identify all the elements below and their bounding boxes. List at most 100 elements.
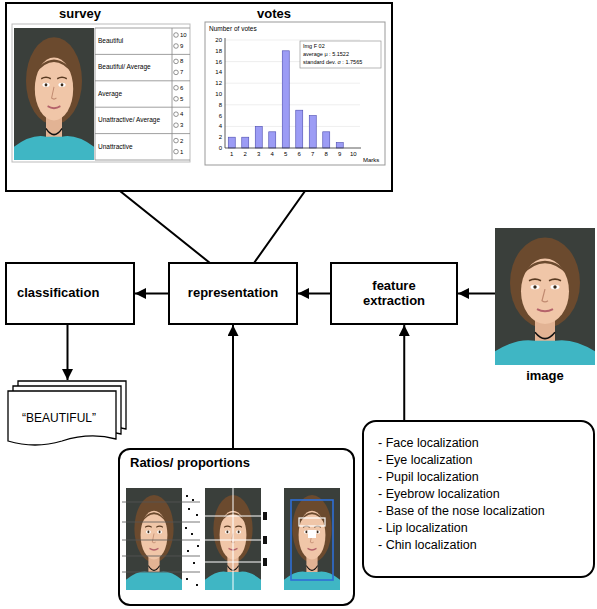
survey-label: 4 — [180, 111, 183, 117]
arrow-connector — [135, 293, 168, 295]
survey-form-part-part — [174, 44, 179, 49]
survey-label: 5 — [180, 96, 183, 102]
chart-label: average μ : 5.1522 — [303, 52, 349, 58]
ratio-photos-part-part — [185, 527, 187, 529]
ratio-photos-part-part — [263, 536, 267, 544]
survey-form-part — [95, 28, 190, 29]
chart-label: 7 — [305, 151, 321, 157]
ratio-photos-part-part — [205, 516, 261, 517]
node-text: - Chin localization — [378, 538, 477, 552]
ratio-photos-part — [291, 500, 333, 580]
survey-label: 10 — [180, 32, 187, 38]
arrow-connector — [403, 325, 405, 420]
chart-label: 8 — [318, 151, 334, 157]
chart-label: 6 — [203, 113, 222, 119]
ratio-photos-part-part — [187, 550, 189, 552]
vote-chart-part-part — [309, 116, 316, 148]
survey-form-part-part — [174, 112, 179, 117]
ratio-photos-part-part — [196, 514, 198, 516]
chart-label: 18 — [203, 48, 222, 54]
chart-label: 3 — [251, 151, 267, 157]
chart-label: 14 — [203, 69, 222, 75]
node-label: Ratios/ proportions — [130, 456, 250, 471]
ratio-photos-part-part — [233, 488, 234, 590]
survey-label: 9 — [180, 43, 183, 49]
ratio-photos-part — [185, 495, 199, 586]
ratio-photos-part-part — [263, 558, 267, 566]
survey-label: 6 — [180, 85, 183, 91]
node-text: - Eyebrow localization — [378, 487, 500, 501]
ratio-photos-part — [205, 488, 261, 590]
chart-label: 9 — [332, 151, 348, 157]
survey-form-part-part — [174, 33, 179, 38]
ratio-photos-part-part — [186, 495, 188, 497]
ratio-photos-part-part — [122, 572, 200, 573]
vote-chart-part-part — [225, 104, 360, 105]
arrow-connector — [298, 293, 330, 295]
input-image: image — [495, 228, 595, 386]
funnel-connector — [120, 191, 305, 263]
survey-label: Average — [98, 91, 122, 98]
process-box: feature extraction — [330, 262, 458, 325]
ratio-photos-part-part — [205, 540, 261, 541]
node-text: votes — [257, 7, 291, 22]
vote-chart-part — [300, 41, 381, 68]
chart-label: 16 — [203, 59, 222, 65]
ratio-photos-part — [284, 488, 340, 590]
survey-label: Unattractive/ Average — [98, 117, 160, 124]
ratio-photos-part-part — [193, 562, 195, 564]
survey-form-part-part — [174, 86, 179, 91]
chart-label: 12 — [203, 80, 222, 86]
survey-label: 7 — [180, 69, 183, 75]
survey-form-part-part — [174, 97, 179, 102]
node-label: - Face localization — [378, 436, 479, 450]
face-photo-part — [495, 228, 595, 365]
arrow-connector — [458, 293, 495, 295]
ratio-photos-part — [205, 488, 261, 590]
vote-chart-part — [225, 40, 360, 126]
survey-form-part-part — [174, 70, 179, 75]
node-text: - Base of the nose localization — [378, 504, 545, 518]
ratio-photos-part-part — [122, 540, 200, 541]
ratio-photos-part — [263, 512, 267, 566]
ratio-photos-part-part — [191, 533, 193, 535]
ratio-photos-part-part — [263, 512, 267, 520]
survey-form-part — [95, 133, 190, 134]
survey-form — [12, 24, 190, 162]
document-stack-part — [8, 391, 116, 445]
ratio-photos-part — [126, 488, 182, 590]
chart-label: 10 — [345, 151, 361, 157]
arrow-connector — [232, 325, 234, 448]
survey-form-part — [172, 28, 173, 160]
vote-chart-part-part — [282, 51, 289, 148]
node-label: “BEAUTIFUL” — [22, 412, 96, 426]
vote-chart-part-part — [225, 40, 360, 41]
chart-label: 8 — [203, 102, 222, 108]
ratio-photos-part-part — [196, 584, 198, 586]
node-text: - Eye localization — [378, 453, 473, 467]
survey-label: Beautiful — [98, 38, 123, 45]
survey-form-part — [14, 28, 94, 160]
node-label: image — [495, 369, 595, 384]
vote-chart-part-part — [225, 126, 360, 127]
chart-label: 20 — [203, 37, 222, 43]
survey-label: 8 — [180, 58, 183, 64]
survey-form-part — [95, 80, 190, 81]
process-box: representation — [168, 262, 298, 325]
survey-form-part — [95, 160, 190, 161]
ratios-panel: Ratios/ proportions — [118, 448, 355, 606]
chart-label: 2 — [237, 151, 253, 157]
node-label: classification — [17, 286, 99, 301]
survey-form-part-part — [174, 138, 179, 143]
ratio-photos-part-part — [197, 545, 199, 547]
vote-chart-part-part — [323, 132, 330, 148]
node-text: - Pupil localization — [378, 470, 479, 484]
vote-chart-part — [225, 38, 226, 148]
face-photo — [495, 228, 595, 365]
survey-form-part-part — [174, 123, 179, 128]
input-panel: surveyvotes — [5, 2, 393, 192]
vote-chart-part-part — [228, 137, 235, 148]
chart-label: Marks — [363, 157, 379, 163]
ratio-photos-part-part — [186, 578, 188, 580]
